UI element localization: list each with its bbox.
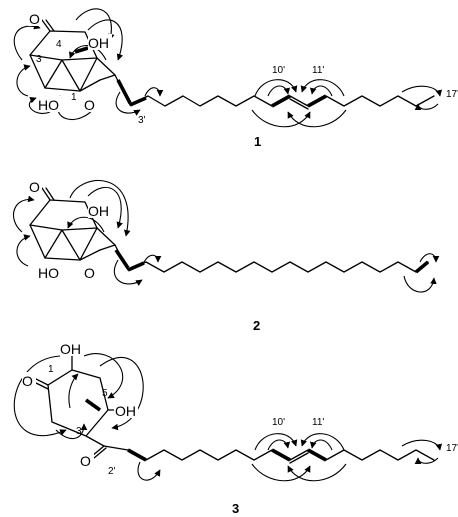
compound-1-position-17-prime: 17' — [446, 89, 458, 100]
compound-1-position-3: 3 — [36, 54, 42, 65]
compound-3-position-2-prime: 2' — [108, 466, 116, 477]
compound-3-structure: OH O OH O 1 5 3 2' 10' 11' 17' 3 — [13, 340, 458, 516]
compound-1-hydroxyl-top: OH — [88, 35, 109, 51]
compound-2-side-chain — [127, 261, 429, 273]
compound-2-hydroxyl-top: OH — [88, 203, 109, 219]
compound-3-keto-oxygen: O — [22, 373, 33, 389]
compound-1-position-11-prime: 11' — [312, 65, 324, 76]
compound-3-position-10-prime: 10' — [272, 417, 285, 428]
compound-3-side-keto-oxygen: O — [80, 453, 91, 469]
compound-2-ring-oxygen: O — [84, 265, 95, 281]
compound-1-position-10-prime: 10' — [272, 65, 285, 76]
compound-2-structure: O OH HO O 2 — [13, 178, 440, 333]
compound-1-position-3-prime: 3' — [138, 115, 146, 126]
compound-1-structure: O OH HO O 3 4 1 3' 10' 11' 17' 1 — [13, 8, 458, 149]
compound-1-hmbc-correlations — [13, 8, 443, 128]
compound-3-position-17-prime: 17' — [446, 443, 458, 454]
compound-1-position-1: 1 — [71, 92, 77, 103]
compound-3-ring-bonds — [33, 355, 129, 459]
compound-3-position-1: 1 — [48, 364, 54, 375]
compound-1-ring-oxygen: O — [84, 97, 95, 113]
compound-1-hydroxyl-left: HO — [38, 97, 59, 113]
compound-1-ring-bonds — [29, 19, 131, 106]
compound-2-hydroxyl-left: HO — [38, 265, 59, 281]
compound-1-keto-oxygen: O — [29, 11, 40, 27]
compound-2-cosy-correlations — [114, 249, 430, 274]
compound-3-position-3: 3 — [76, 426, 82, 437]
compound-3-hydroxyl-5: OH — [115, 403, 136, 419]
compound-3-hmbc-correlations — [13, 353, 443, 482]
compound-1-position-4: 4 — [56, 39, 62, 50]
compound-3-hydroxyl-top: OH — [60, 341, 81, 357]
compound-2-label: 2 — [253, 318, 260, 333]
compound-2-ring-bonds — [29, 187, 129, 271]
compound-3-position-5: 5 — [102, 388, 108, 399]
compound-1-cosy-correlations — [74, 46, 327, 108]
compound-2-keto-oxygen: O — [29, 179, 40, 195]
compound-3-position-11-prime: 11' — [312, 417, 324, 428]
compound-3-label: 3 — [232, 501, 239, 516]
compound-1-label: 1 — [254, 134, 261, 149]
compound-3-cosy-correlations — [84, 398, 327, 462]
compound-2-hmbc-correlations — [13, 180, 440, 293]
